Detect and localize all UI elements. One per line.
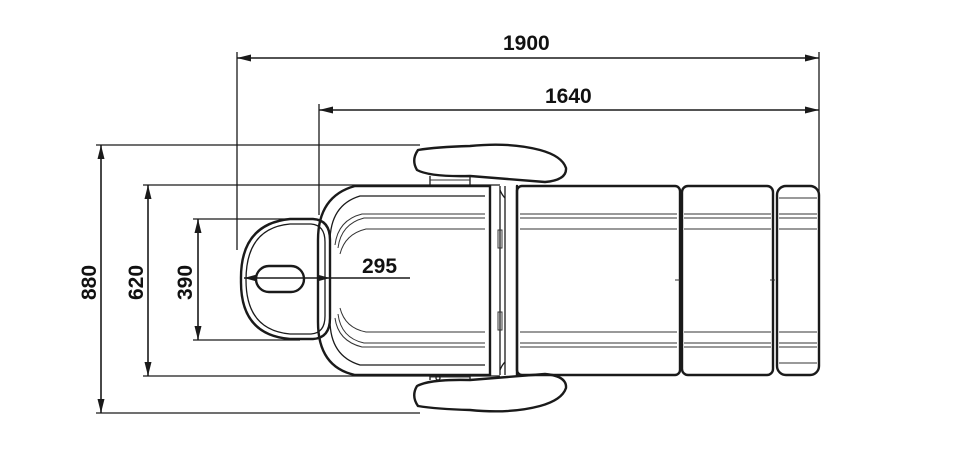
extension-lines <box>96 52 820 414</box>
dimension-label-1640: 1640 <box>545 85 592 108</box>
armrest-top <box>413 143 568 186</box>
face-hole <box>254 264 306 294</box>
seat <box>515 184 682 377</box>
dimension-620: 620 <box>125 185 152 376</box>
dimension-label-620: 620 <box>125 265 148 300</box>
dimension-label-880: 880 <box>78 265 101 300</box>
dimension-880: 880 <box>78 145 105 413</box>
dimension-295: 295 <box>244 255 410 282</box>
dimension-1900: 1900 <box>237 32 819 62</box>
dimension-label-390: 390 <box>174 265 197 300</box>
leg-section-lower <box>775 184 821 377</box>
headrest <box>239 217 332 341</box>
dimension-label-295: 295 <box>362 255 397 278</box>
dimension-1640: 1640 <box>319 85 819 114</box>
backrest <box>316 184 492 377</box>
dimension-390: 390 <box>174 219 202 340</box>
hinge-joint <box>488 184 519 377</box>
armrest-bottom <box>413 372 568 413</box>
leg-section-upper <box>680 184 775 377</box>
dimension-label-1900: 1900 <box>503 32 550 55</box>
